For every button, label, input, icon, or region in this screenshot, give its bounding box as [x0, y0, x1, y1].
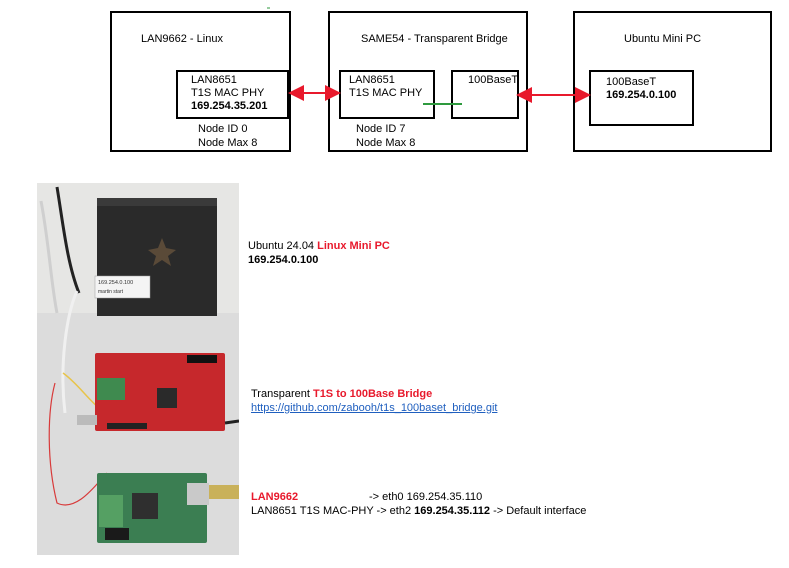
lan9662-phy-ip: 169.254.35.201	[191, 100, 268, 112]
ubuntu-port-box	[589, 70, 694, 126]
hardware-setup-photo: 169.254.0.100 martin start	[37, 183, 239, 555]
ubuntu-note-prefix: Ubuntu 24.04	[248, 240, 318, 252]
lan9662-note-line2-prefix: LAN8651 T1S MAC-PHY -> eth2	[251, 505, 415, 517]
same54-port-label: 100BaseT	[468, 74, 519, 86]
lan9662-phy-name: LAN8651	[191, 74, 237, 86]
lan9662-phy-box	[176, 70, 289, 119]
ubuntu-note-ip: 169.254.0.100	[248, 254, 319, 266]
mini-pc-label-user: martin start	[98, 289, 124, 295]
same54-title: SAME54 - Transparent Bridge	[361, 33, 508, 45]
bridge-repo-link[interactable]: https://github.com/zabooh/t1s_100baset_b…	[251, 402, 498, 414]
ubuntu-port-ip: 169.254.0.100	[606, 89, 677, 101]
ubuntu-port-label: 100BaseT	[606, 76, 657, 88]
mini-pc-label	[94, 275, 151, 299]
lan9662-title: LAN9662 - Linux	[141, 33, 223, 45]
bridge-note-highlight: T1S to 100Base Bridge	[312, 388, 433, 400]
mini-pc-label-ip: 169.254.0.100	[98, 280, 133, 286]
same54-phy-name: LAN8651	[349, 74, 395, 86]
lan9662-phy-type: T1S MAC PHY	[191, 87, 265, 99]
same54-phy-type: T1S MAC PHY	[349, 87, 423, 99]
ubuntu-title: Ubuntu Mini PC	[624, 33, 702, 45]
lan9662-node-id: Node ID 0	[198, 123, 248, 135]
ubuntu-note-line1: Ubuntu 24.04 Linux Mini PC	[248, 240, 390, 253]
bridge-note-prefix: Transparent	[251, 388, 313, 400]
lan9662-note-line2: LAN8651 T1S MAC-PHY -> eth2 169.254.35.1…	[251, 505, 586, 518]
same54-node-max: Node Max 8	[356, 137, 416, 149]
lan9662-note-line2-ip: 169.254.35.112	[414, 505, 491, 517]
bridge-note-line1: Transparent T1S to 100Base Bridge	[251, 388, 432, 401]
same54-node-id: Node ID 7	[356, 123, 406, 135]
lan9662-note-title: LAN9662	[251, 491, 299, 503]
lan9662-node-max: Node Max 8	[198, 137, 258, 149]
same54-port-box	[451, 70, 519, 119]
connection-arrows	[267, 7, 591, 105]
lan9662-note-eth0: -> eth0 169.254.35.110	[369, 491, 483, 503]
ubuntu-note-highlight: Linux Mini PC	[317, 240, 390, 252]
lan9662-note-line2-suffix: -> Default interface	[490, 505, 587, 517]
